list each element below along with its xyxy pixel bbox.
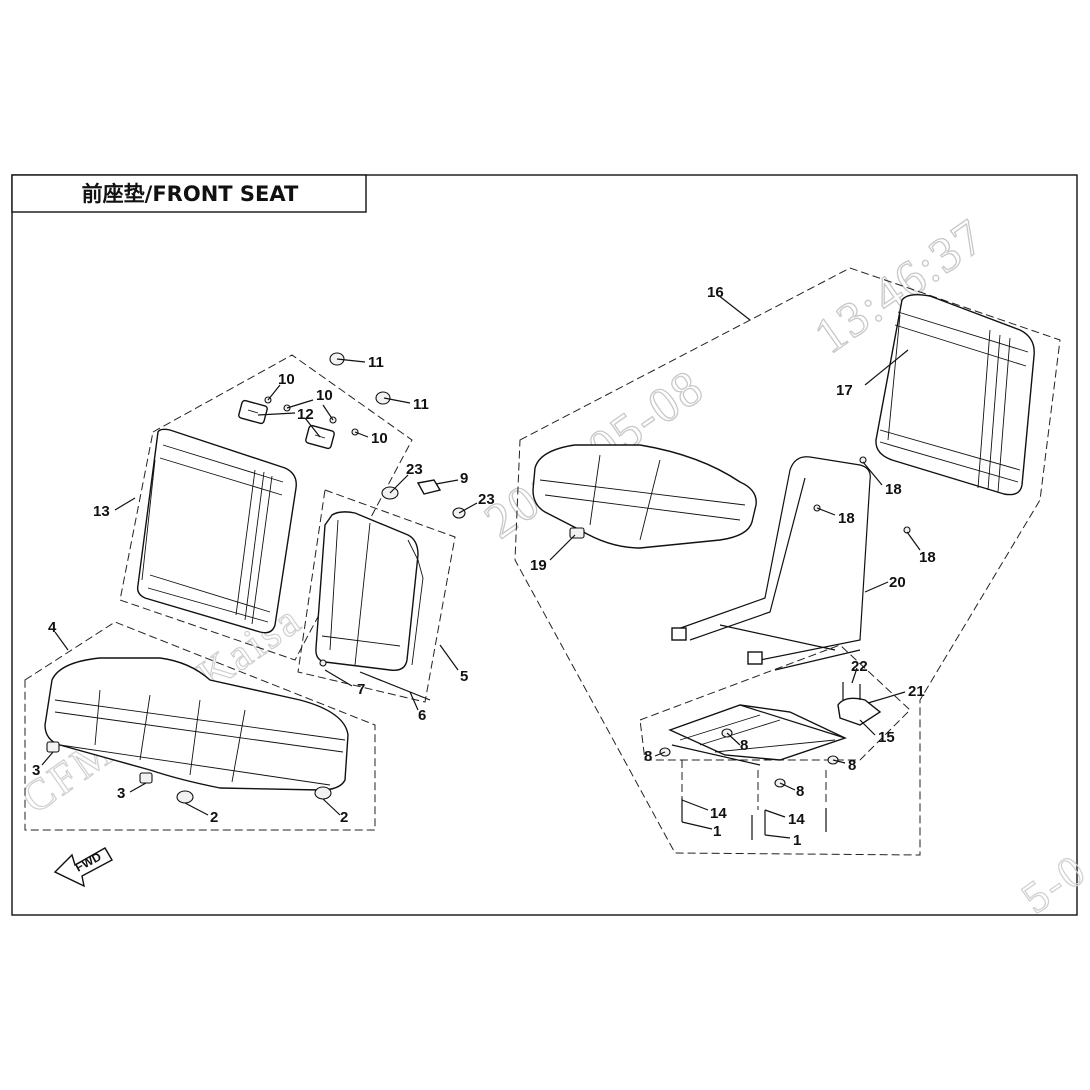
callout-15: 15: [878, 729, 895, 746]
callouts: 11 11 10 10 10 12 13 23 9 23 5 7 6 4 3 3…: [32, 284, 936, 849]
callout-11: 11: [413, 396, 429, 413]
callout-1: 1: [713, 823, 721, 840]
left-backrest: [136, 428, 297, 634]
watermark-edge-fragment: 5-0: [1013, 844, 1090, 923]
driver-backrest: [875, 293, 1035, 496]
latch-icon: [837, 697, 882, 726]
callout-22: 22: [851, 658, 868, 675]
callout-18: 18: [838, 510, 855, 527]
right-backrest: [315, 479, 466, 701]
callout-8: 8: [796, 783, 804, 800]
foot-icon: [139, 772, 153, 784]
callout-1: 1: [793, 832, 801, 849]
slider-group-outline: [639, 644, 911, 761]
callout-10: 10: [371, 430, 388, 447]
callout-8: 8: [848, 757, 856, 774]
callout-2: 2: [210, 809, 218, 826]
callout-23: 23: [406, 461, 423, 478]
callout-9: 9: [460, 470, 468, 487]
callout-8: 8: [740, 737, 748, 754]
callout-13: 13: [93, 503, 110, 520]
right-backrest-group-outline: [297, 489, 456, 703]
forward-arrow: FWD: [53, 847, 113, 888]
callout-10: 10: [278, 371, 295, 388]
callout-5: 5: [460, 668, 468, 685]
diagram-frame: [11, 174, 1078, 916]
callout-18: 18: [919, 549, 936, 566]
callout-8: 8: [644, 748, 652, 765]
callout-3: 3: [32, 762, 40, 779]
callout-17: 17: [836, 382, 853, 399]
callout-11: 11: [368, 354, 384, 371]
nut-icon: [375, 391, 391, 405]
rod-icon: [359, 671, 431, 701]
clip-icon: [416, 479, 442, 495]
leader-lines: [41, 294, 921, 839]
diagram-title: 前座垫/FRONT SEAT: [82, 182, 299, 206]
callout-21: 21: [908, 683, 925, 700]
callout-14: 14: [788, 811, 805, 828]
title-box: [11, 174, 367, 213]
callout-16: 16: [707, 284, 724, 301]
bumper-icon: [314, 786, 332, 800]
callout-12: 12: [297, 406, 314, 423]
seat-frame: [671, 456, 911, 671]
callout-14: 14: [710, 805, 727, 822]
callout-18: 18: [885, 481, 902, 498]
callout-23: 23: [478, 491, 495, 508]
group-outlines: [24, 267, 1061, 856]
driver-seat-cushion: [532, 444, 757, 549]
foot-icon: [46, 741, 60, 753]
bench-seat: [44, 657, 349, 804]
driver-seat-group-outline: [514, 267, 1061, 856]
backrest-group-outline: [119, 354, 413, 661]
callout-4: 4: [48, 619, 57, 636]
callout-7: 7: [357, 681, 365, 698]
callout-10: 10: [316, 387, 333, 404]
callout-2: 2: [340, 809, 348, 826]
bumper-icon: [176, 790, 194, 804]
callout-19: 19: [530, 557, 547, 574]
seat-slider: [659, 682, 882, 840]
callout-3: 3: [117, 785, 125, 802]
callout-6: 6: [418, 707, 426, 724]
callout-20: 20: [889, 574, 906, 591]
bench-group-outline: [24, 621, 376, 831]
